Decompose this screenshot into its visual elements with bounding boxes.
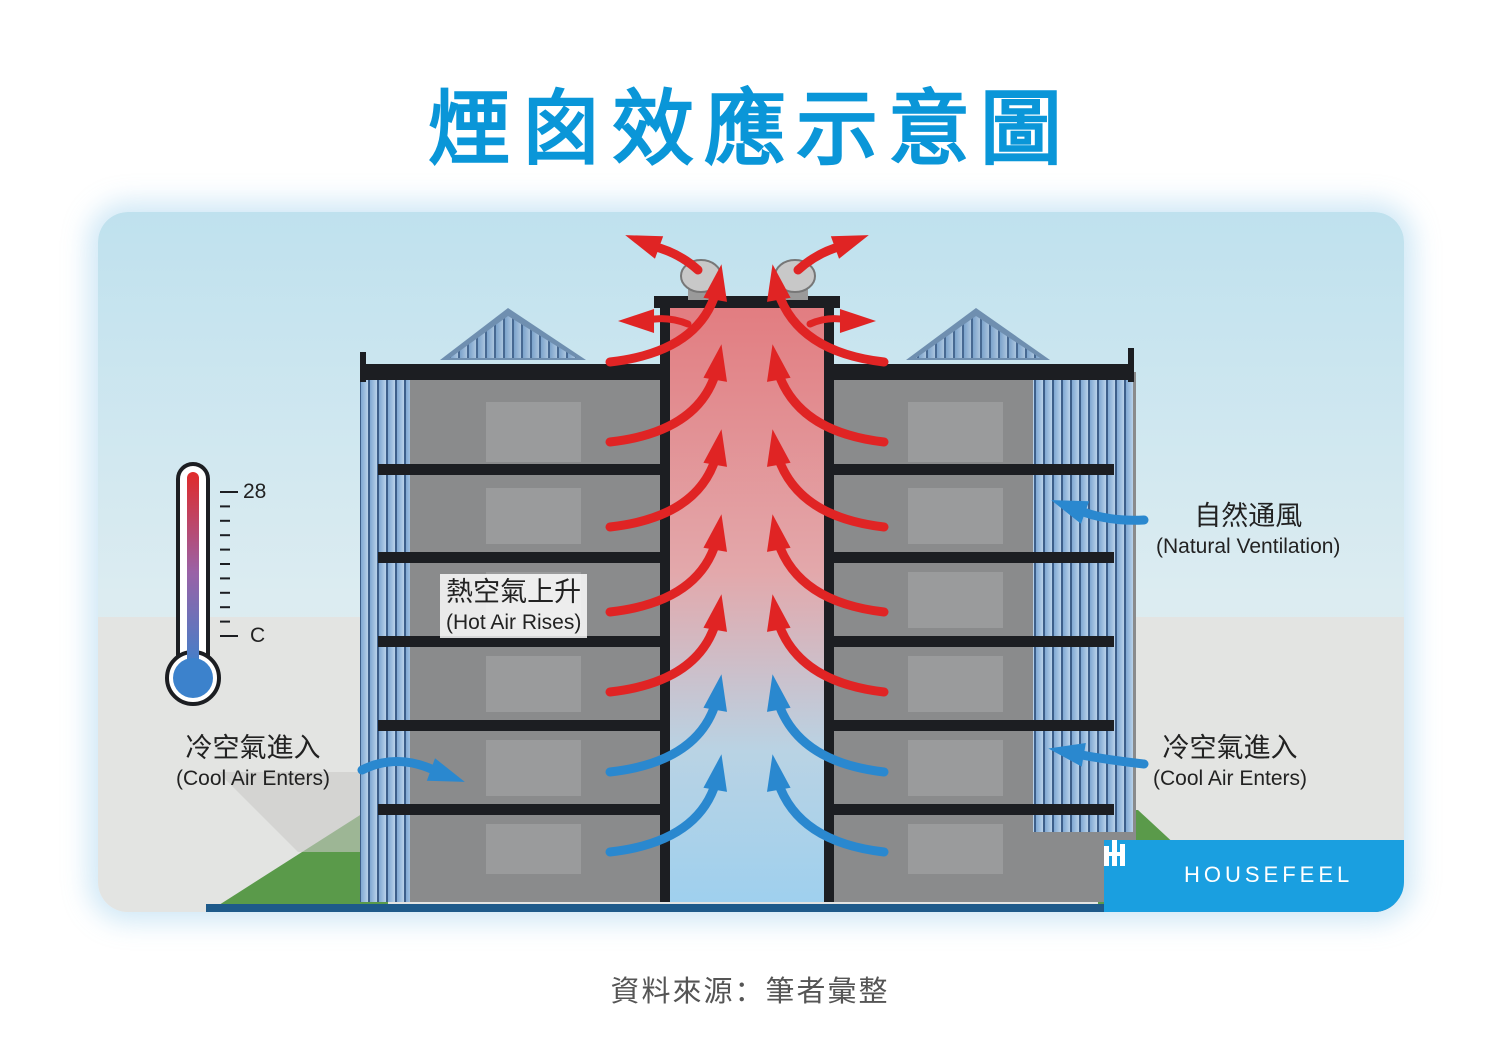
skylight-left xyxy=(440,308,586,360)
housefeel-logo-icon xyxy=(1104,840,1125,866)
airflow-arrow-hot xyxy=(773,617,889,697)
brand-badge: HOUSEFEEL xyxy=(1104,840,1404,912)
airflow-arrow-hot-head xyxy=(766,429,791,467)
shaft-roof xyxy=(654,296,840,308)
cool-air-left-en: (Cool Air Enters) xyxy=(176,766,331,790)
airflow-arrow-hot-head xyxy=(766,514,791,552)
ventilation-arrow-right-head xyxy=(1051,500,1090,524)
airflow-arrow-hot xyxy=(773,537,889,617)
airflow-arrow-hot-head xyxy=(766,264,791,302)
natural-ventilation-zh: 自然通風 xyxy=(1194,501,1303,532)
floor-slabs-right xyxy=(824,348,1134,815)
airflow-arrow-cool xyxy=(605,777,721,857)
cool-air-left-label: 冷空氣進入 (Cool Air Enters) xyxy=(176,732,330,792)
airflow-arrow-hot-head xyxy=(766,594,791,632)
airflow-arrow-hot-head xyxy=(703,344,728,382)
airflow-arrow-hot xyxy=(773,367,889,447)
source-note: 資料來源：筆者彙整 xyxy=(610,974,890,1008)
hot-air-en: (Hot Air Rises) xyxy=(446,610,582,634)
airflow-arrow-hot xyxy=(773,452,889,532)
thermometer xyxy=(165,462,221,706)
skylight-right xyxy=(906,308,1050,360)
airflow-arrow-hot-head xyxy=(703,429,728,467)
airflow-arrow-cool xyxy=(773,697,889,777)
airflow-arrow-hot xyxy=(605,287,721,367)
shadow-left xyxy=(218,772,388,852)
inflow-arrow-right-head xyxy=(1048,742,1086,767)
airflow-arrow-hot-head xyxy=(703,594,728,632)
cool-air-right-en: (Cool Air Enters) xyxy=(1153,766,1308,790)
airflow-arrow-hot-head xyxy=(703,514,728,552)
chimney-shaft xyxy=(668,302,826,902)
airflow-arrow-hot xyxy=(605,617,721,697)
airflow-arrow-cool-head xyxy=(766,754,791,792)
airflow-arrow-hot xyxy=(773,287,889,367)
airflow-arrow-cool xyxy=(605,697,721,777)
stack-effect-illustration xyxy=(98,212,1404,912)
natural-ventilation-en: (Natural Ventilation) xyxy=(1156,534,1341,558)
thermometer-ticks xyxy=(220,491,238,637)
airflow-arrow-cool-head xyxy=(703,674,728,712)
airflow-arrows xyxy=(357,235,1149,857)
brand-name: HOUSEFEEL xyxy=(1184,862,1354,887)
interior-rooms xyxy=(486,402,1003,874)
hot-air-rises-label: 熱空氣上升 (Hot Air Rises) xyxy=(440,574,588,638)
hot-air-zh: 熱空氣上升 xyxy=(446,577,582,608)
natural-ventilation-label: 自然通風 (Natural Ventilation) xyxy=(1156,500,1340,560)
airflow-arrow-cool-head xyxy=(766,674,791,712)
airflow-arrow-hot-head xyxy=(766,344,791,382)
exhaust-arrow-head xyxy=(839,309,876,333)
thermometer-bottom-label: C xyxy=(250,624,266,647)
floor-slabs-left xyxy=(360,352,670,815)
airflow-arrow-cool xyxy=(773,777,889,857)
cool-air-right-zh: 冷空氣進入 xyxy=(1162,733,1298,764)
page-title: 煙囪效應示意圖 xyxy=(427,82,1072,177)
airflow-arrow-cool-head xyxy=(703,754,728,792)
airflow-arrow-hot-head xyxy=(703,264,728,302)
inflow-arrow-left xyxy=(357,757,443,777)
exhaust-arrow-head xyxy=(618,309,655,333)
base-line xyxy=(206,904,1404,912)
inflow-arrow-left-head xyxy=(426,758,465,782)
airflow-arrow-hot xyxy=(605,452,721,532)
airflow-arrow-hot xyxy=(605,367,721,447)
cool-air-left-zh: 冷空氣進入 xyxy=(185,733,321,764)
exhaust-arrow-head xyxy=(830,235,869,259)
cool-air-right-label: 冷空氣進入 (Cool Air Enters) xyxy=(1153,732,1307,792)
diagram-panel: 28 C 熱空氣上升 (Hot Air Rises) 冷空氣進入 (Cool A… xyxy=(98,212,1404,912)
thermometer-top-label: 28 xyxy=(243,480,267,503)
airflow-arrow-hot xyxy=(605,537,721,617)
exhaust-arrow-head xyxy=(625,235,664,259)
